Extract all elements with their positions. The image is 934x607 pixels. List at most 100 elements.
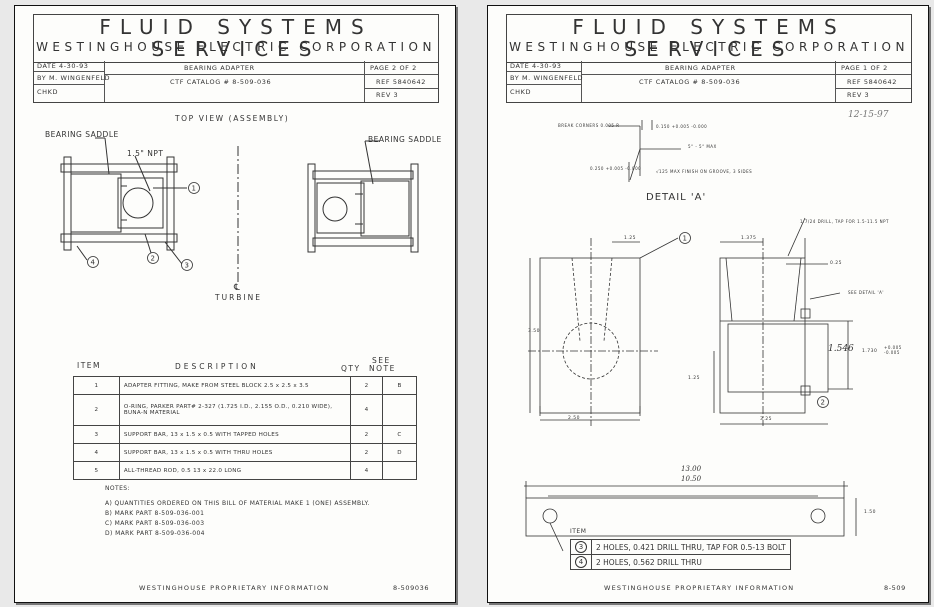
reference-number: REF 5840642 bbox=[847, 78, 897, 86]
dim-1-730: 1.730 bbox=[862, 349, 878, 354]
callout-2: 2 bbox=[821, 399, 825, 407]
company-subtitle: WESTINGHOUSE ELECTRIC CORPORATION bbox=[509, 40, 909, 54]
callout-bubble bbox=[147, 252, 159, 264]
dim-1-50: 1.50 bbox=[864, 510, 877, 515]
title-block-grid: DATE 4-30-93 BY M. WINGENFELD CHKD BEARI… bbox=[506, 61, 912, 103]
proprietary-footer: WESTINGHOUSE PROPRIETARY INFORMATION bbox=[604, 584, 795, 592]
callout-bubble bbox=[817, 396, 829, 408]
notes-title: NOTES: bbox=[105, 485, 130, 492]
title-block-header: FLUID SYSTEMS SERVICES WESTINGHOUSE ELEC… bbox=[506, 14, 912, 63]
checked-field: CHKD bbox=[510, 88, 532, 96]
catalog-number: CTF CATALOG # 8-509-036 bbox=[170, 78, 272, 86]
dim-1-730-tolerance: +0.005 -0.005 bbox=[884, 345, 902, 355]
callout-1: 1 bbox=[683, 235, 687, 243]
callout-bubble bbox=[679, 232, 691, 244]
note-b: B) MARK PART 8-509-036-001 bbox=[105, 510, 205, 517]
adapter-side-view bbox=[539, 257, 641, 414]
view-title: TOP VIEW (ASSEMBLY) bbox=[175, 114, 290, 123]
bearing-saddle-label-left: BEARING SADDLE bbox=[45, 130, 119, 139]
dim-1-375: 1.375 bbox=[741, 236, 757, 241]
finish-note: √125 MAX FINISH ON GROOVE, 3 SIDES bbox=[656, 169, 753, 174]
drill-tap-note: 1.7/24 DRILL, TAP FOR 1.5-11.5 NPT bbox=[800, 219, 889, 224]
npt-label: 1.5" NPT bbox=[127, 149, 164, 158]
company-title: FLUID SYSTEMS SERVICES bbox=[99, 15, 373, 61]
bom-header-see: SEE bbox=[372, 356, 391, 365]
bom-header-description: DESCRIPTION bbox=[175, 362, 259, 371]
all-thread-rod bbox=[63, 156, 72, 251]
dim-0250: 0.250 +0.005 -0.000 bbox=[590, 166, 642, 171]
o-ring-groove bbox=[800, 308, 811, 319]
dim-1-25-bottom: 1.25 bbox=[688, 376, 701, 381]
table-row: 4 SUPPORT BAR, 13 x 1.5 x 0.5 WITH THRU … bbox=[73, 443, 417, 462]
drawing-sheet-page-1: FLUID SYSTEMS SERVICES WESTINGHOUSE ELEC… bbox=[487, 5, 929, 603]
item-description: 2 HOLES, 0.562 DRILL THRU bbox=[591, 554, 791, 570]
date-field: DATE 4-30-93 bbox=[510, 62, 562, 70]
drawing-sheet-page-2: FLUID SYSTEMS SERVICES WESTINGHOUSE ELEC… bbox=[14, 5, 456, 603]
table-row: 4 2 HOLES, 0.562 DRILL THRU bbox=[570, 554, 791, 570]
dim-10-50: 10.50 bbox=[681, 475, 702, 483]
checked-field: CHKD bbox=[37, 88, 59, 96]
revision: REV 3 bbox=[376, 91, 399, 99]
drawn-by-field: BY M. WINGENFELD bbox=[510, 74, 584, 82]
item-label: ITEM bbox=[570, 528, 587, 535]
item-number-bubble: 4 bbox=[575, 556, 587, 568]
adapter-front-view bbox=[719, 257, 806, 414]
turbine-label: TURBINE bbox=[215, 293, 262, 302]
callout-bubble bbox=[87, 256, 99, 268]
page-number: PAGE 1 OF 2 bbox=[841, 64, 888, 72]
footer-drawing-number: 8-509036 bbox=[393, 584, 430, 592]
bearing-adapter-detail-drawing: 1 2 bbox=[524, 120, 857, 552]
footer-drawing-number: 8-509 bbox=[884, 584, 906, 592]
support-bar-view bbox=[525, 497, 845, 537]
bearing-saddle-label-right: BEARING SADDLE bbox=[368, 135, 442, 144]
page-number: PAGE 2 OF 2 bbox=[370, 64, 417, 72]
table-row: 3 SUPPORT BAR, 13 x 1.5 x 0.5 WITH TAPPE… bbox=[73, 425, 417, 444]
bom-header-item: ITEM bbox=[77, 361, 102, 370]
dim-13-00: 13.00 bbox=[681, 465, 702, 473]
part-name: BEARING ADAPTER bbox=[665, 64, 736, 72]
all-thread-rod bbox=[166, 156, 175, 251]
drawn-by-field: BY M. WINGENFELD bbox=[37, 74, 111, 82]
bill-of-materials-table: 1 ADAPTER FITTING, MAKE FROM STEEL BLOCK… bbox=[73, 376, 417, 480]
date-field: DATE 4-30-93 bbox=[37, 62, 89, 70]
break-corners-note: BREAK CORNERS 0.005 R bbox=[558, 123, 620, 128]
handwritten-date: 12-15-97 bbox=[848, 110, 889, 120]
item-number-bubble: 3 bbox=[575, 541, 587, 553]
callout-bubble bbox=[188, 182, 200, 194]
dim-0150: 0.150 +0.005 -0.000 bbox=[656, 124, 708, 129]
callout-3: 3 bbox=[185, 262, 189, 270]
top-view-assembly-drawing: 1 2 3 4 bbox=[60, 137, 419, 284]
hole-item-table: 3 2 HOLES, 0.421 DRILL THRU, TAP FOR 0.5… bbox=[570, 539, 791, 570]
table-row: 1 ADAPTER FITTING, MAKE FROM STEEL BLOCK… bbox=[73, 376, 417, 395]
callout-bubble bbox=[181, 259, 193, 271]
centerline-symbol: ℄ bbox=[234, 283, 241, 293]
dim-2-50: 2.50 bbox=[568, 416, 581, 421]
catalog-number: CTF CATALOG # 8-509-036 bbox=[639, 78, 741, 86]
dim-3-50: 3.50 bbox=[528, 329, 541, 334]
table-row: 2 O-RING, PARKER PART# 2-327 (1.725 I.D.… bbox=[73, 394, 417, 426]
callout-1: 1 bbox=[192, 185, 196, 193]
dim-angle: 5° - 5° MAX bbox=[688, 144, 717, 149]
note-d: D) MARK PART 8-509-036-004 bbox=[105, 530, 205, 537]
note-a: A) QUANTITIES ORDERED ON THIS BILL OF MA… bbox=[105, 500, 370, 507]
proprietary-footer: WESTINGHOUSE PROPRIETARY INFORMATION bbox=[139, 584, 330, 592]
dim-handwritten-1546: 1.546 bbox=[828, 344, 854, 354]
callout-2: 2 bbox=[151, 255, 155, 263]
company-title: FLUID SYSTEMS SERVICES bbox=[572, 15, 846, 61]
bom-header-note: NOTE bbox=[369, 364, 396, 373]
revision: REV 3 bbox=[847, 91, 870, 99]
support-bar bbox=[60, 233, 178, 243]
see-detail-a-note: SEE DETAIL 'A' bbox=[848, 290, 884, 295]
callout-4: 4 bbox=[91, 259, 96, 267]
support-bar bbox=[60, 163, 178, 173]
part-name: BEARING ADAPTER bbox=[184, 64, 255, 72]
note-c: C) MARK PART 8-509-036-003 bbox=[105, 520, 205, 527]
dim-3-25: 3.25 bbox=[760, 417, 773, 422]
reference-number: REF 5840642 bbox=[376, 78, 426, 86]
detail-a-title: DETAIL 'A' bbox=[646, 192, 707, 203]
table-row: 5 ALL-THREAD ROD, 0.5 13 x 22.0 LONG 4 bbox=[73, 461, 417, 480]
dim-0-25: 0.25 bbox=[830, 261, 843, 266]
table-row: 3 2 HOLES, 0.421 DRILL THRU, TAP FOR 0.5… bbox=[570, 539, 791, 555]
title-block-grid: DATE 4-30-93 BY M. WINGENFELD CHKD BEARI… bbox=[33, 61, 439, 103]
bom-header-qty: QTY bbox=[341, 364, 361, 373]
